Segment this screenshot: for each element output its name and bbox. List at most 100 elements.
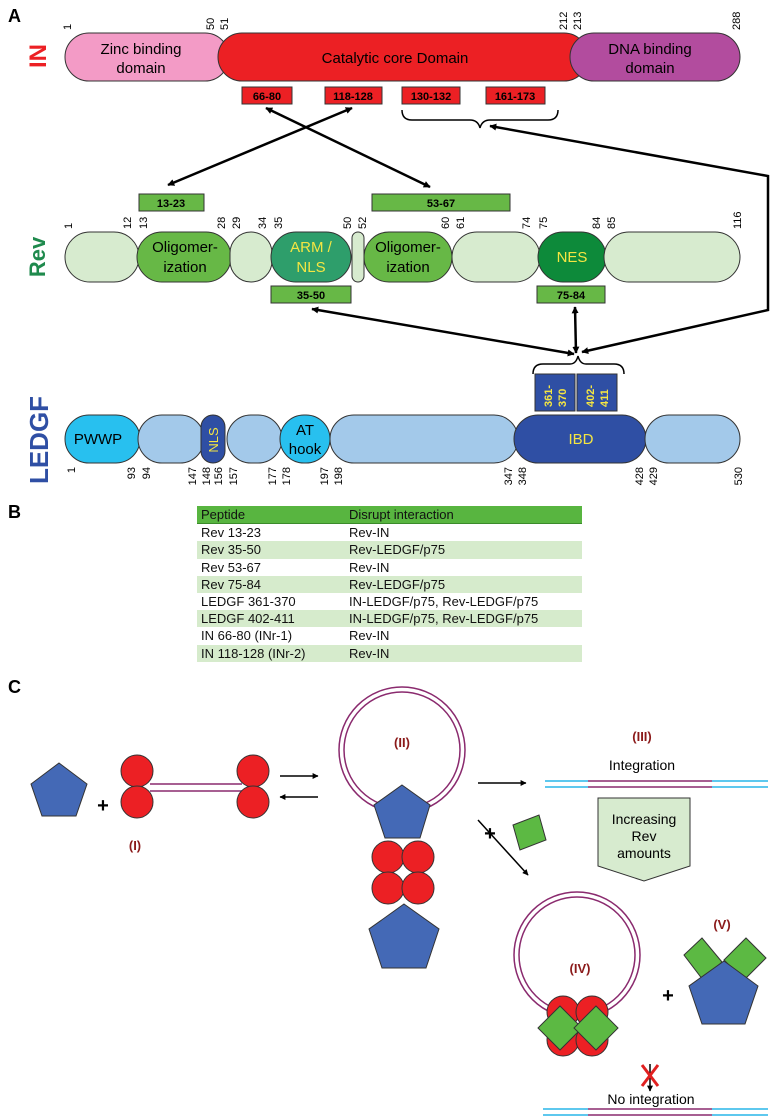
table-row: IN 66-80 (INr-1) Rev-IN xyxy=(197,627,582,644)
dna-domain-label-2: domain xyxy=(625,60,674,77)
table-cell-interaction: Rev-LEDGF/p75 xyxy=(345,575,582,593)
label-III: (III) xyxy=(632,729,652,744)
rev-arm-label-2: NLS xyxy=(296,259,325,276)
label-II: (II) xyxy=(394,735,410,750)
rev-peptide-75-84 xyxy=(536,285,606,304)
table-cell-peptide: LEDGF 361-370 xyxy=(201,594,296,610)
ledgf-pwwp-label: PWWP xyxy=(74,431,122,448)
ledgf-athook-label-1: AT xyxy=(296,422,314,439)
table-cell-peptide: IN 66-80 (INr-1) xyxy=(201,628,293,644)
in-num: 1 xyxy=(62,24,74,30)
label-I: (I) xyxy=(129,838,141,853)
table-cell-peptide: Rev 35-50 xyxy=(197,541,345,559)
arrow-in-ledgf xyxy=(489,123,770,355)
table-header-peptide: Peptide xyxy=(197,506,345,525)
integration-label: Integration xyxy=(609,757,675,773)
table-cell-interaction: Rev-IN xyxy=(349,628,390,644)
in-peptide-brace xyxy=(401,109,559,129)
ledgf-num: 198 xyxy=(333,467,345,485)
table-cell-peptide: Rev 53-67 xyxy=(201,559,261,575)
ledgf-peptide-label: 402- xyxy=(585,385,597,407)
ledgf-num: 178 xyxy=(281,467,293,485)
ledgf-peptide-label: 370 xyxy=(557,389,569,407)
protein-label-ledgf: LEDGF xyxy=(24,396,54,484)
increasing-rev-arrow xyxy=(597,797,691,882)
ledgf-nls-domain xyxy=(200,414,226,464)
plus-sign: + xyxy=(662,985,674,1007)
protein-label-in: IN xyxy=(25,44,52,68)
ledgf-protein-bar xyxy=(64,414,741,464)
panel-a-label: A xyxy=(8,6,21,26)
in-num: 212 xyxy=(558,12,570,30)
table-header-row: Peptide Disrupt interaction xyxy=(197,506,582,525)
ledgf-num: 94 xyxy=(141,467,153,479)
table-cell-interaction: IN-LEDGF/p75, Rev-LEDGF/p75 xyxy=(349,594,539,610)
plus-sign: + xyxy=(97,795,109,817)
rev-olig2-label-1: Oligomer- xyxy=(375,239,441,256)
rev-num: 74 xyxy=(521,217,533,229)
rev-olig1-label-1: Oligomer- xyxy=(152,239,218,256)
unintegrated-dna xyxy=(543,1108,768,1116)
table-cell-peptide: IN 118-128 (INr-2) xyxy=(197,644,345,662)
in-peptide-label: 161-173 xyxy=(495,91,535,103)
rev-num: 28 xyxy=(216,217,228,229)
dna-binding-domain xyxy=(569,32,741,82)
rev-peptide-label: 13-23 xyxy=(157,198,185,210)
ledgf-residue-numbers: 1 93 94 147 148 156 157 177 178 197 198 … xyxy=(66,467,745,485)
in-protein-bar xyxy=(64,32,741,82)
rev-peptide-53-67 xyxy=(371,193,511,212)
intasome-ii xyxy=(338,686,466,969)
ledgf-num: 1 xyxy=(66,467,78,473)
ledgf-num: 429 xyxy=(648,467,660,485)
ledgf-num: 147 xyxy=(187,467,199,485)
in-peptides: 66-80 118-128 130-132 161-173 xyxy=(241,86,546,105)
table-cell-interaction: Rev-IN xyxy=(349,559,390,575)
in-num: 213 xyxy=(572,12,584,30)
arrow-rev35-ledgf xyxy=(311,306,575,357)
rev-num: 60 xyxy=(440,217,452,229)
arrow-in66-rev53 xyxy=(265,106,431,189)
rev-nes-label: NES xyxy=(557,249,588,266)
rev-peptide-13-23 xyxy=(138,193,205,212)
ledgf-num: 177 xyxy=(267,467,279,485)
arrow-rev75-ledgf xyxy=(571,306,580,354)
ledgf-rev-complex-v xyxy=(683,937,767,1025)
ledgf-peptide-brace xyxy=(532,355,625,375)
rev-num: 34 xyxy=(257,217,269,229)
core-domain-label: Catalytic core Domain xyxy=(322,50,469,67)
no-integration-label: No integration xyxy=(607,1091,694,1107)
integrated-dna xyxy=(545,780,768,788)
rev-num: 35 xyxy=(273,217,285,229)
panel-c-label: C xyxy=(8,677,21,697)
rev-num: 116 xyxy=(732,211,744,229)
ledgf-num: 148 xyxy=(201,467,213,485)
rev-peptide-label: 35-50 xyxy=(297,290,325,302)
dna-domain-label-1: DNA binding xyxy=(608,41,691,58)
ledgf-peptide-402-411 xyxy=(576,373,618,412)
ledgf-num: 197 xyxy=(319,467,331,485)
table-cell-interaction: Rev-IN xyxy=(349,525,390,541)
rev-arm-nls-domain xyxy=(270,231,352,283)
rev-arm-label-1: ARM / xyxy=(290,239,333,256)
ledgf-nls-label: NLS xyxy=(206,427,221,453)
in-dimer-dna-complex xyxy=(120,754,270,819)
ledgf-num: 428 xyxy=(634,467,646,485)
ledgf-num: 157 xyxy=(228,467,240,485)
ledgf-ibd-label: IBD xyxy=(568,431,593,448)
rev-num: 13 xyxy=(138,217,150,229)
table-cell-interaction: Rev-LEDGF/p75 xyxy=(345,541,582,559)
increasing-label-1: Increasing xyxy=(612,811,677,827)
increasing-label-2: Rev xyxy=(632,828,657,844)
table-row: LEDGF 361-370 IN-LEDGF/p75, Rev-LEDGF/p75 xyxy=(197,593,582,610)
in-peptide-label: 118-128 xyxy=(333,91,373,103)
table-cell-peptide: LEDGF 402-411 xyxy=(197,610,345,628)
ledgf-num: 156 xyxy=(213,467,225,485)
table-header-interaction: Disrupt interaction xyxy=(345,506,582,525)
in-num: 51 xyxy=(219,18,231,30)
rev-num: 61 xyxy=(455,217,467,229)
label-IV: (IV) xyxy=(570,961,591,976)
rev-num: 12 xyxy=(122,217,134,229)
